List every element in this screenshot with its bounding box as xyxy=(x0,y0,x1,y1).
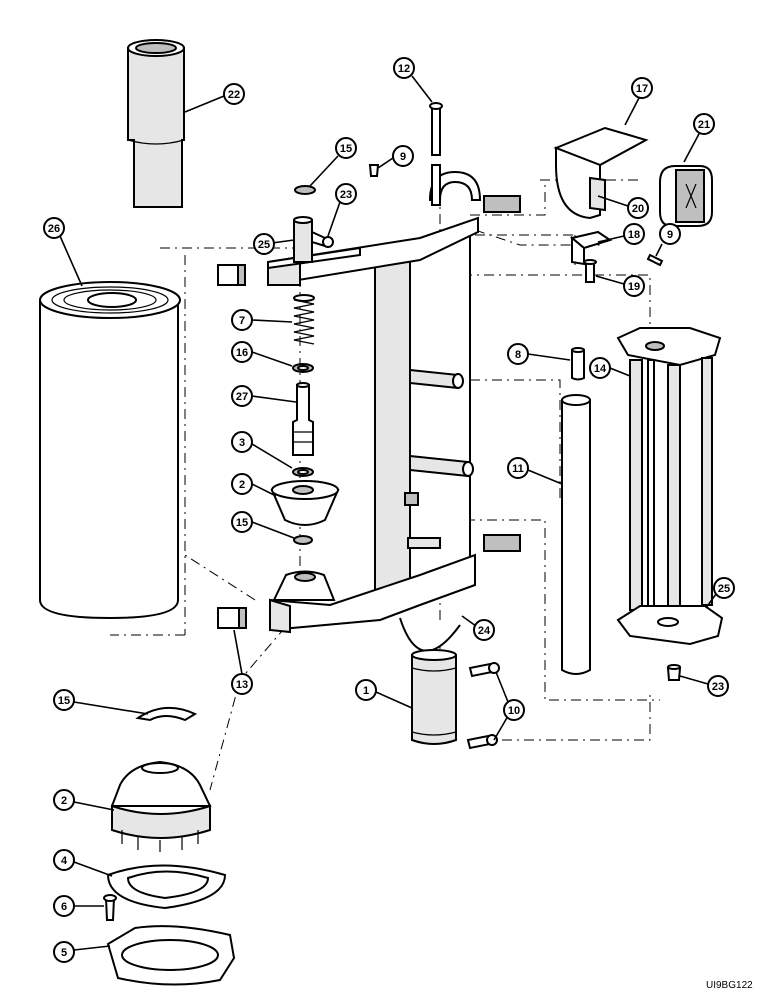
svg-text:15: 15 xyxy=(236,517,248,529)
callout-7: 7 xyxy=(231,309,293,331)
svg-text:18: 18 xyxy=(628,229,640,241)
svg-text:19: 19 xyxy=(628,281,640,293)
callout-22: 22 xyxy=(184,83,245,113)
svg-text:14: 14 xyxy=(594,363,607,375)
roll-frame-part xyxy=(616,327,724,681)
svg-text:26: 26 xyxy=(48,223,60,235)
svg-text:2: 2 xyxy=(61,795,67,807)
callout-24: 24 xyxy=(461,615,495,641)
callout-17: 17 xyxy=(624,77,653,126)
callout-1: 1 xyxy=(355,679,413,709)
callout-9-right: 9 xyxy=(655,223,681,257)
callout-8: 8 xyxy=(507,343,571,365)
callout-14: 14 xyxy=(589,357,631,379)
callout-2-upper: 2 xyxy=(231,473,277,497)
bottom-stack xyxy=(103,707,236,986)
callout-5: 5 xyxy=(53,941,111,963)
svg-text:16: 16 xyxy=(236,347,248,359)
svg-text:20: 20 xyxy=(632,203,644,215)
callout-18: 18 xyxy=(597,223,645,245)
svg-text:2: 2 xyxy=(239,479,245,491)
svg-text:23: 23 xyxy=(712,681,724,693)
svg-text:9: 9 xyxy=(667,229,673,241)
callout-27: 27 xyxy=(231,385,297,407)
svg-text:24: 24 xyxy=(478,625,491,637)
callout-15-top: 15 xyxy=(309,137,357,187)
svg-text:8: 8 xyxy=(515,349,521,361)
callout-25-top: 25 xyxy=(253,233,295,255)
svg-text:25: 25 xyxy=(258,239,270,251)
callout-2-lower: 2 xyxy=(53,789,115,811)
callout-15-bottom: 15 xyxy=(53,689,149,715)
callouts: 22 12 17 21 15 9 23 xyxy=(43,57,735,963)
svg-text:23: 23 xyxy=(340,189,352,201)
callout-16: 16 xyxy=(231,341,293,367)
svg-text:13: 13 xyxy=(236,679,248,691)
callout-26: 26 xyxy=(43,217,83,287)
callout-15-middle: 15 xyxy=(231,511,295,539)
svg-text:4: 4 xyxy=(61,855,68,867)
bolt-parts xyxy=(466,662,500,750)
svg-text:27: 27 xyxy=(236,391,248,403)
svg-text:17: 17 xyxy=(636,83,648,95)
callout-12: 12 xyxy=(393,57,433,103)
svg-text:6: 6 xyxy=(61,901,67,913)
tube-part xyxy=(127,39,185,208)
figure-code: UI9BG122 xyxy=(706,980,753,991)
callout-10: 10 xyxy=(493,671,525,741)
svg-text:15: 15 xyxy=(58,695,70,707)
callout-23-top: 23 xyxy=(327,183,357,237)
callout-11: 11 xyxy=(507,457,563,485)
svg-text:5: 5 xyxy=(61,947,67,959)
callout-label: 22 xyxy=(228,89,240,101)
callout-25-right: 25 xyxy=(705,577,735,609)
svg-text:7: 7 xyxy=(239,315,245,327)
callout-6: 6 xyxy=(53,895,104,917)
svg-text:21: 21 xyxy=(698,119,710,131)
svg-text:1: 1 xyxy=(363,685,369,697)
svg-text:10: 10 xyxy=(508,705,520,717)
roller-part xyxy=(561,347,591,675)
svg-text:3: 3 xyxy=(239,437,245,449)
plate-and-bolts xyxy=(368,102,664,283)
callout-20: 20 xyxy=(597,195,649,219)
paper-roll-part xyxy=(39,281,181,620)
svg-text:25: 25 xyxy=(718,583,730,595)
callout-4: 4 xyxy=(53,849,113,877)
svg-text:11: 11 xyxy=(512,463,524,475)
lamp-assembly xyxy=(553,126,713,227)
svg-text:12: 12 xyxy=(398,63,410,75)
callout-13: 13 xyxy=(231,629,253,695)
svg-text:15: 15 xyxy=(340,143,352,155)
main-frame-part xyxy=(267,170,521,745)
shaft-stack xyxy=(270,185,340,601)
callout-21: 21 xyxy=(683,113,715,163)
callout-3: 3 xyxy=(231,431,293,469)
pad-parts xyxy=(217,264,247,629)
callout-9-top: 9 xyxy=(377,145,414,169)
svg-text:9: 9 xyxy=(400,151,406,163)
callout-23-right: 23 xyxy=(679,675,729,697)
callout-19: 19 xyxy=(595,275,645,297)
